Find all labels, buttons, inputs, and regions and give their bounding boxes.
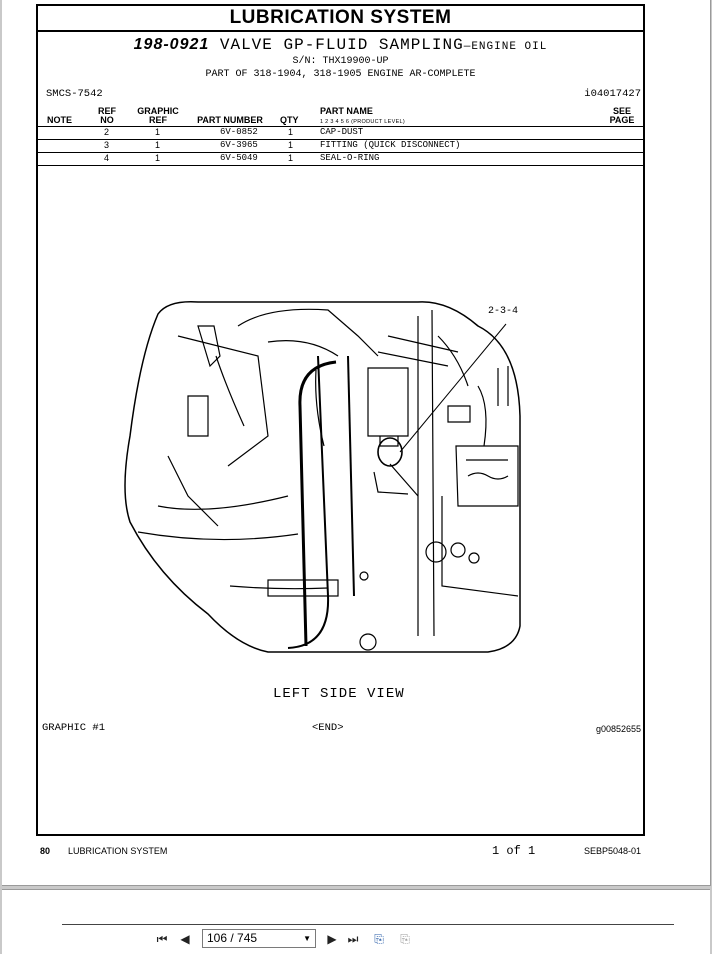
page-number-value: 106 / 745 (207, 931, 258, 945)
row2-part-name: FITTING (QUICK DISCONNECT) (320, 140, 461, 150)
col-note: NOTE (47, 115, 73, 125)
row1-part-name: CAP-DUST (320, 127, 364, 137)
graphic-id: g00852655 (595, 724, 641, 734)
row3-part-number: 6V-5049 (220, 153, 258, 163)
smcs-code: SMCS-7542 (46, 88, 103, 100)
row3-graphic: 1 (155, 153, 161, 163)
row3-ref: 4 (104, 153, 110, 163)
col-ref-line1: REF (98, 106, 116, 116)
document-page: LUBRICATION SYSTEM 198-0921 VALVE GP-FLU… (2, 0, 711, 886)
row1-graphic: 1 (155, 127, 161, 137)
part-number-heading: 198-0921 (133, 36, 210, 53)
callout-label: 2-3-4 (488, 306, 519, 317)
previous-view-icon[interactable]: ⎘ (374, 932, 384, 946)
page-number-input[interactable]: 106 / 745 ▼ (202, 929, 316, 948)
col-see-line2: PAGE (609, 115, 635, 125)
previous-page-icon[interactable]: ◀ (180, 932, 190, 946)
row3-qty: 1 (288, 153, 294, 163)
footer-page-of: 1 of 1 (492, 844, 536, 858)
toolbar-divider (62, 924, 674, 925)
table-rule (38, 126, 643, 127)
part-heading: 198-0921 VALVE GP-FLUID SAMPLING—ENGINE … (38, 36, 643, 54)
row1-qty: 1 (288, 127, 294, 137)
footer-doc-id: SEBP5048-01 (584, 846, 642, 856)
col-graphic-line2: REF (149, 115, 167, 125)
footer-page-number: 80 (40, 846, 51, 856)
first-page-icon[interactable]: ⏮ (156, 932, 168, 946)
row1-ref: 2 (104, 127, 110, 137)
row1-part-number: 6V-0852 (220, 127, 258, 137)
serial-number: S/N: THX19900-UP (292, 56, 389, 67)
next-page-edge (2, 889, 710, 954)
end-label: <END> (312, 722, 344, 734)
last-page-icon[interactable]: ⏭ (347, 932, 359, 946)
part-description: VALVE GP-FLUID SAMPLING (219, 36, 464, 54)
illustration-id: i04017427 (584, 88, 641, 100)
col-ref-line2: NO (100, 115, 114, 125)
col-ref: REF NO (96, 107, 118, 125)
row2-ref: 3 (104, 140, 110, 150)
graphic-label: GRAPHIC #1 (42, 722, 106, 734)
col-product-levels: 1 2 3 4 5 6 (PRODUCT LEVEL) (320, 119, 406, 125)
part-of-line: PART OF 318-1904, 318-1905 ENGINE AR-COM… (205, 69, 476, 80)
table-rule (38, 139, 643, 140)
col-part-name: PART NAME (320, 106, 373, 116)
table-rule (38, 152, 643, 153)
col-qty: QTY (280, 115, 299, 125)
row2-part-number: 6V-3965 (220, 140, 258, 150)
footer-section: LUBRICATION SYSTEM (68, 846, 168, 856)
section-title: LUBRICATION SYSTEM (38, 6, 643, 32)
col-graphic-ref: GRAPHIC REF (132, 107, 184, 125)
chevron-down-icon[interactable]: ▼ (303, 934, 311, 943)
col-see-line1: SEE (612, 106, 631, 116)
next-page-icon[interactable]: ▶ (327, 932, 337, 946)
col-part-number: PART NUMBER (197, 115, 263, 125)
row3-part-name: SEAL-O-RING (320, 153, 380, 163)
part-subdescription: —ENGINE OIL (463, 41, 548, 53)
col-graphic-line1: GRAPHIC (137, 106, 179, 116)
view-label: LEFT SIDE VIEW (273, 686, 405, 702)
table-rule (38, 165, 643, 166)
row2-qty: 1 (288, 140, 294, 150)
engine-illustration (124, 301, 521, 653)
col-see-page: SEE PAGE (604, 107, 640, 125)
content-frame: LUBRICATION SYSTEM 198-0921 VALVE GP-FLU… (36, 4, 645, 836)
next-view-icon[interactable]: ⎘ (400, 932, 410, 946)
row2-graphic: 1 (155, 140, 161, 150)
